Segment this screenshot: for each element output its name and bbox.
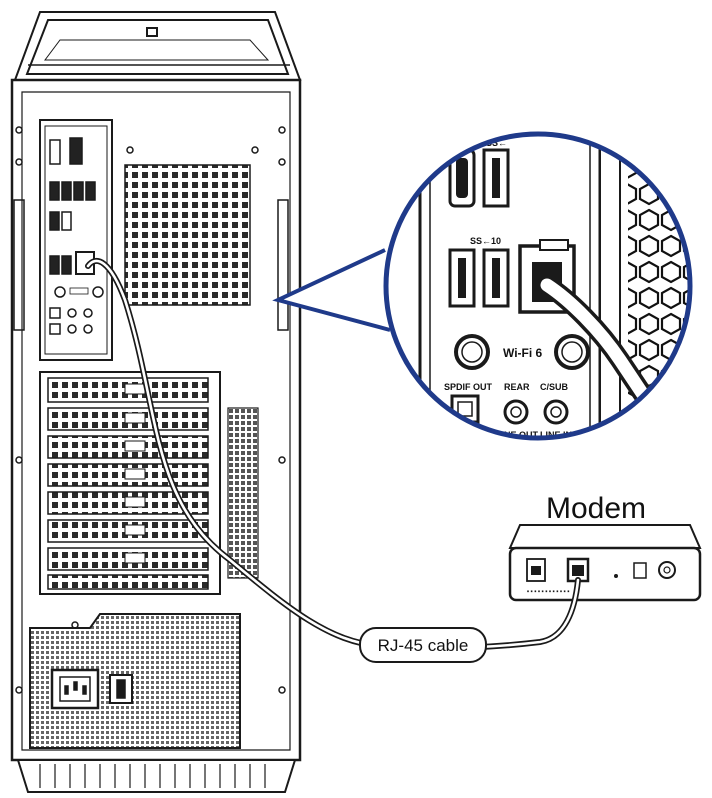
cable-label: RJ-45 cable: [378, 636, 469, 655]
cable-label-box: RJ-45 cable: [359, 627, 487, 663]
csub-label: C/SUB: [540, 382, 569, 392]
tower-base: [16, 759, 297, 793]
line-out-label: LINE OUT: [496, 430, 539, 440]
antenna-connector-icon: [54, 286, 66, 298]
zoom-callout-circle: [383, 131, 693, 441]
zoom-detail: SS← SS← SS←10 Wi-Fi 6 SPDIF OUT REAR C/S…: [386, 134, 690, 440]
usb-label-1: SS←: [452, 138, 473, 148]
svg-text:· · · · · · · · · · · ·: · · · · · · · · · · · ·: [527, 589, 569, 595]
audio-jack-icon: [83, 308, 93, 318]
usb-port-icon: [49, 181, 96, 201]
line-in-label: LINE IN: [540, 430, 572, 440]
io-shield: [39, 119, 113, 361]
modem-label: Modem: [546, 492, 646, 525]
usb-label-2: SS←: [486, 138, 507, 148]
audio-jack-icon: [67, 324, 77, 334]
power-supply: [29, 613, 241, 749]
usb-port-icon: [49, 255, 72, 275]
audio-jack-icon: [83, 324, 93, 334]
audio-jack-icon: [67, 308, 77, 318]
tower-top-handle: [13, 11, 302, 81]
top-fan-grill: [124, 164, 251, 306]
rj45-cable: [85, 258, 581, 652]
side-vent: [227, 407, 259, 579]
rear-label: REAR: [504, 382, 530, 392]
zoom-callout-pointer: [272, 248, 391, 332]
usb-port-icon: [69, 137, 83, 165]
expansion-slots: [39, 371, 221, 595]
antenna-connector-icon: [92, 286, 104, 298]
wifi-label: Wi-Fi 6: [503, 346, 543, 360]
usb-label-3: SS←10: [470, 236, 501, 246]
modem: · · · · · · · · · · · ·: [508, 524, 702, 602]
usb-port-icon: [49, 139, 61, 165]
spdif-label: SPDIF OUT: [444, 382, 493, 392]
